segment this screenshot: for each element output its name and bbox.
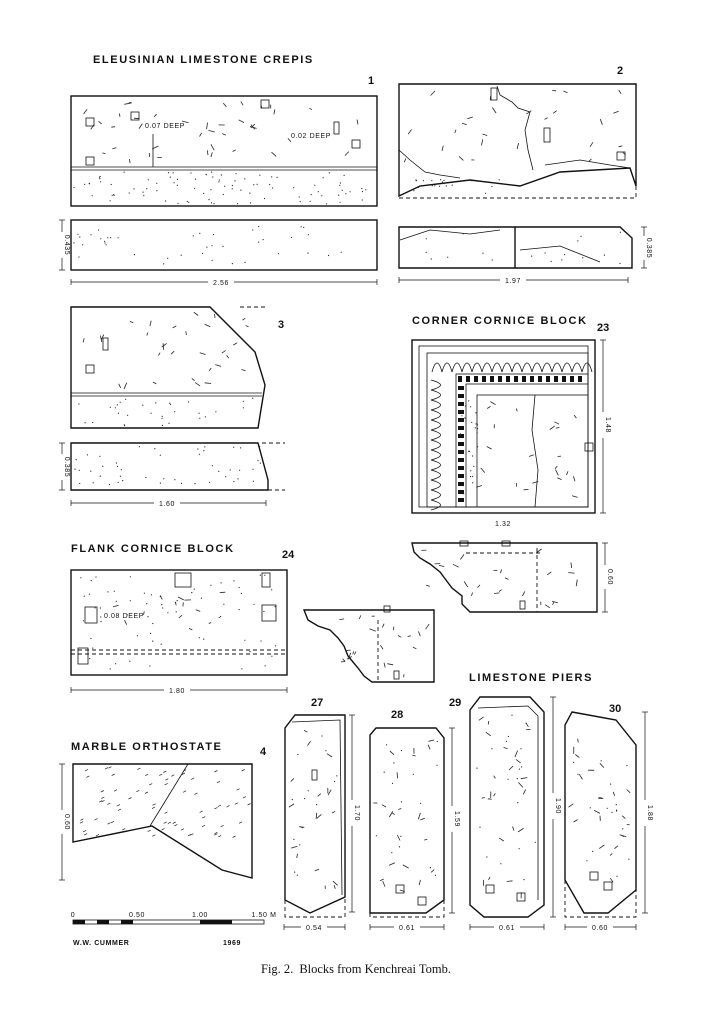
label-limestone-piers: LIMESTONE PIERS [469, 672, 593, 684]
block-1-plan [70, 95, 378, 207]
dimension-060-pier: 0.60 [564, 922, 637, 932]
block-3-elevation [70, 442, 285, 491]
dimension-148-label: 1.48 [604, 417, 611, 433]
block-24-plan [70, 569, 288, 676]
block-number-23: 23 [597, 322, 609, 334]
dimension-180-label: 1.80 [169, 688, 185, 695]
block-1-elevation [70, 219, 378, 271]
annotation-007-deep: 0.07 DEEP [145, 123, 185, 130]
block-number-3: 3 [278, 319, 284, 331]
label-flank-cornice: FLANK CORNICE BLOCK [71, 543, 235, 555]
label-corner-cornice: CORNER CORNICE BLOCK [412, 315, 588, 327]
label-marble-orthostate: MARBLE ORTHOSTATE [71, 741, 222, 753]
block-number-4: 4 [260, 746, 267, 758]
figure-caption-text: Blocks from Kenchreai Tomb. [299, 962, 451, 976]
dimension-060-cornice-label: 0.60 [606, 569, 613, 585]
dimension-188-label: 1.88 [646, 805, 653, 821]
block-number-1: 1 [368, 75, 374, 87]
scale-tick-050: 0.50 [129, 912, 145, 919]
dimension-0435-label: 0.435 [63, 235, 70, 256]
dimension-054-label: 0.54 [306, 925, 322, 932]
dimension-148: 1.48 [597, 339, 611, 514]
signature-author: W.W. CUMMER [73, 940, 129, 947]
dimension-256: 2.56 [70, 277, 378, 287]
scale-tick-0: 0 [71, 912, 76, 919]
dimension-0435: 0.435 [55, 219, 70, 271]
block-24-profile [302, 605, 435, 683]
dimension-197: 1.97 [398, 275, 629, 285]
dimension-061-b-label: 0.61 [499, 925, 515, 932]
dimension-190-label: 1.90 [554, 798, 561, 814]
block-2-elevation [398, 226, 633, 269]
dimension-159-label: 1.59 [453, 811, 460, 827]
pier-27 [284, 714, 346, 918]
annotation-008-deep: 0.08 DEEP [104, 613, 144, 620]
block-4-orthostate [72, 763, 253, 879]
block-number-2: 2 [617, 65, 623, 77]
dimension-060-orth: 0.60 [55, 763, 70, 881]
dimension-256-label: 2.56 [213, 280, 229, 287]
dimension-060-pier-label: 0.60 [592, 925, 608, 932]
dimension-170: 1.70 [346, 714, 360, 913]
block-4-marble-texture [79, 766, 251, 838]
scale-tick-150: 1.50 M [252, 912, 277, 919]
dimension-061-a: 0.61 [369, 922, 445, 932]
pier-29 [469, 696, 545, 918]
scale-bar: 0 0.50 1.00 1.50 M [71, 912, 277, 925]
dimension-160: 1.60 [70, 498, 267, 508]
block-number-29: 29 [449, 697, 461, 709]
scale-tick-100: 1.00 [192, 912, 208, 919]
dimension-132-label: 1.32 [495, 521, 511, 528]
block-number-30: 30 [609, 703, 621, 715]
dimension-170-label: 1.70 [353, 805, 360, 821]
block-number-24: 24 [282, 549, 295, 561]
block-23-anthemion-band [430, 362, 593, 511]
dimension-0385-b-label: 0.385 [63, 457, 70, 478]
dimension-159: 1.59 [446, 727, 460, 914]
dimension-054: 0.54 [283, 922, 346, 932]
block-23-profile [411, 540, 598, 613]
block-23-plan [411, 339, 596, 514]
dimension-0385-a: 0.385 [637, 226, 652, 269]
stipple-texture [73, 89, 631, 899]
dimension-160-label: 1.60 [159, 501, 175, 508]
pier-30 [564, 711, 637, 918]
dimension-060-orth-label: 0.60 [63, 814, 70, 830]
label-crepis: ELEUSINIAN LIMESTONE CREPIS [93, 54, 314, 66]
dimension-061-a-label: 0.61 [399, 925, 415, 932]
block-number-28: 28 [391, 709, 403, 721]
figure-caption: Fig. 2. Blocks from Kenchreai Tomb. [261, 962, 451, 976]
dimension-180: 1.80 [70, 685, 288, 695]
dimension-060-cornice: 0.60 [599, 542, 613, 613]
block-3-plan [70, 306, 266, 429]
dimension-0385-a-label: 0.385 [645, 238, 652, 259]
dimension-061-b: 0.61 [469, 922, 545, 932]
dimension-0385-b: 0.385 [55, 442, 70, 491]
dimension-197-label: 1.97 [505, 278, 521, 285]
block-2-plan [398, 83, 637, 199]
figure-number: Fig. 2. [261, 962, 293, 976]
dimension-188: 1.88 [639, 711, 653, 914]
dimension-190: 1.90 [547, 696, 561, 918]
pier-28 [369, 727, 445, 918]
block-23-dentil-course [458, 376, 582, 502]
block-number-27: 27 [311, 697, 323, 709]
signature-year: 1969 [223, 940, 241, 947]
annotation-002-deep: 0.02 DEEP [291, 133, 331, 140]
